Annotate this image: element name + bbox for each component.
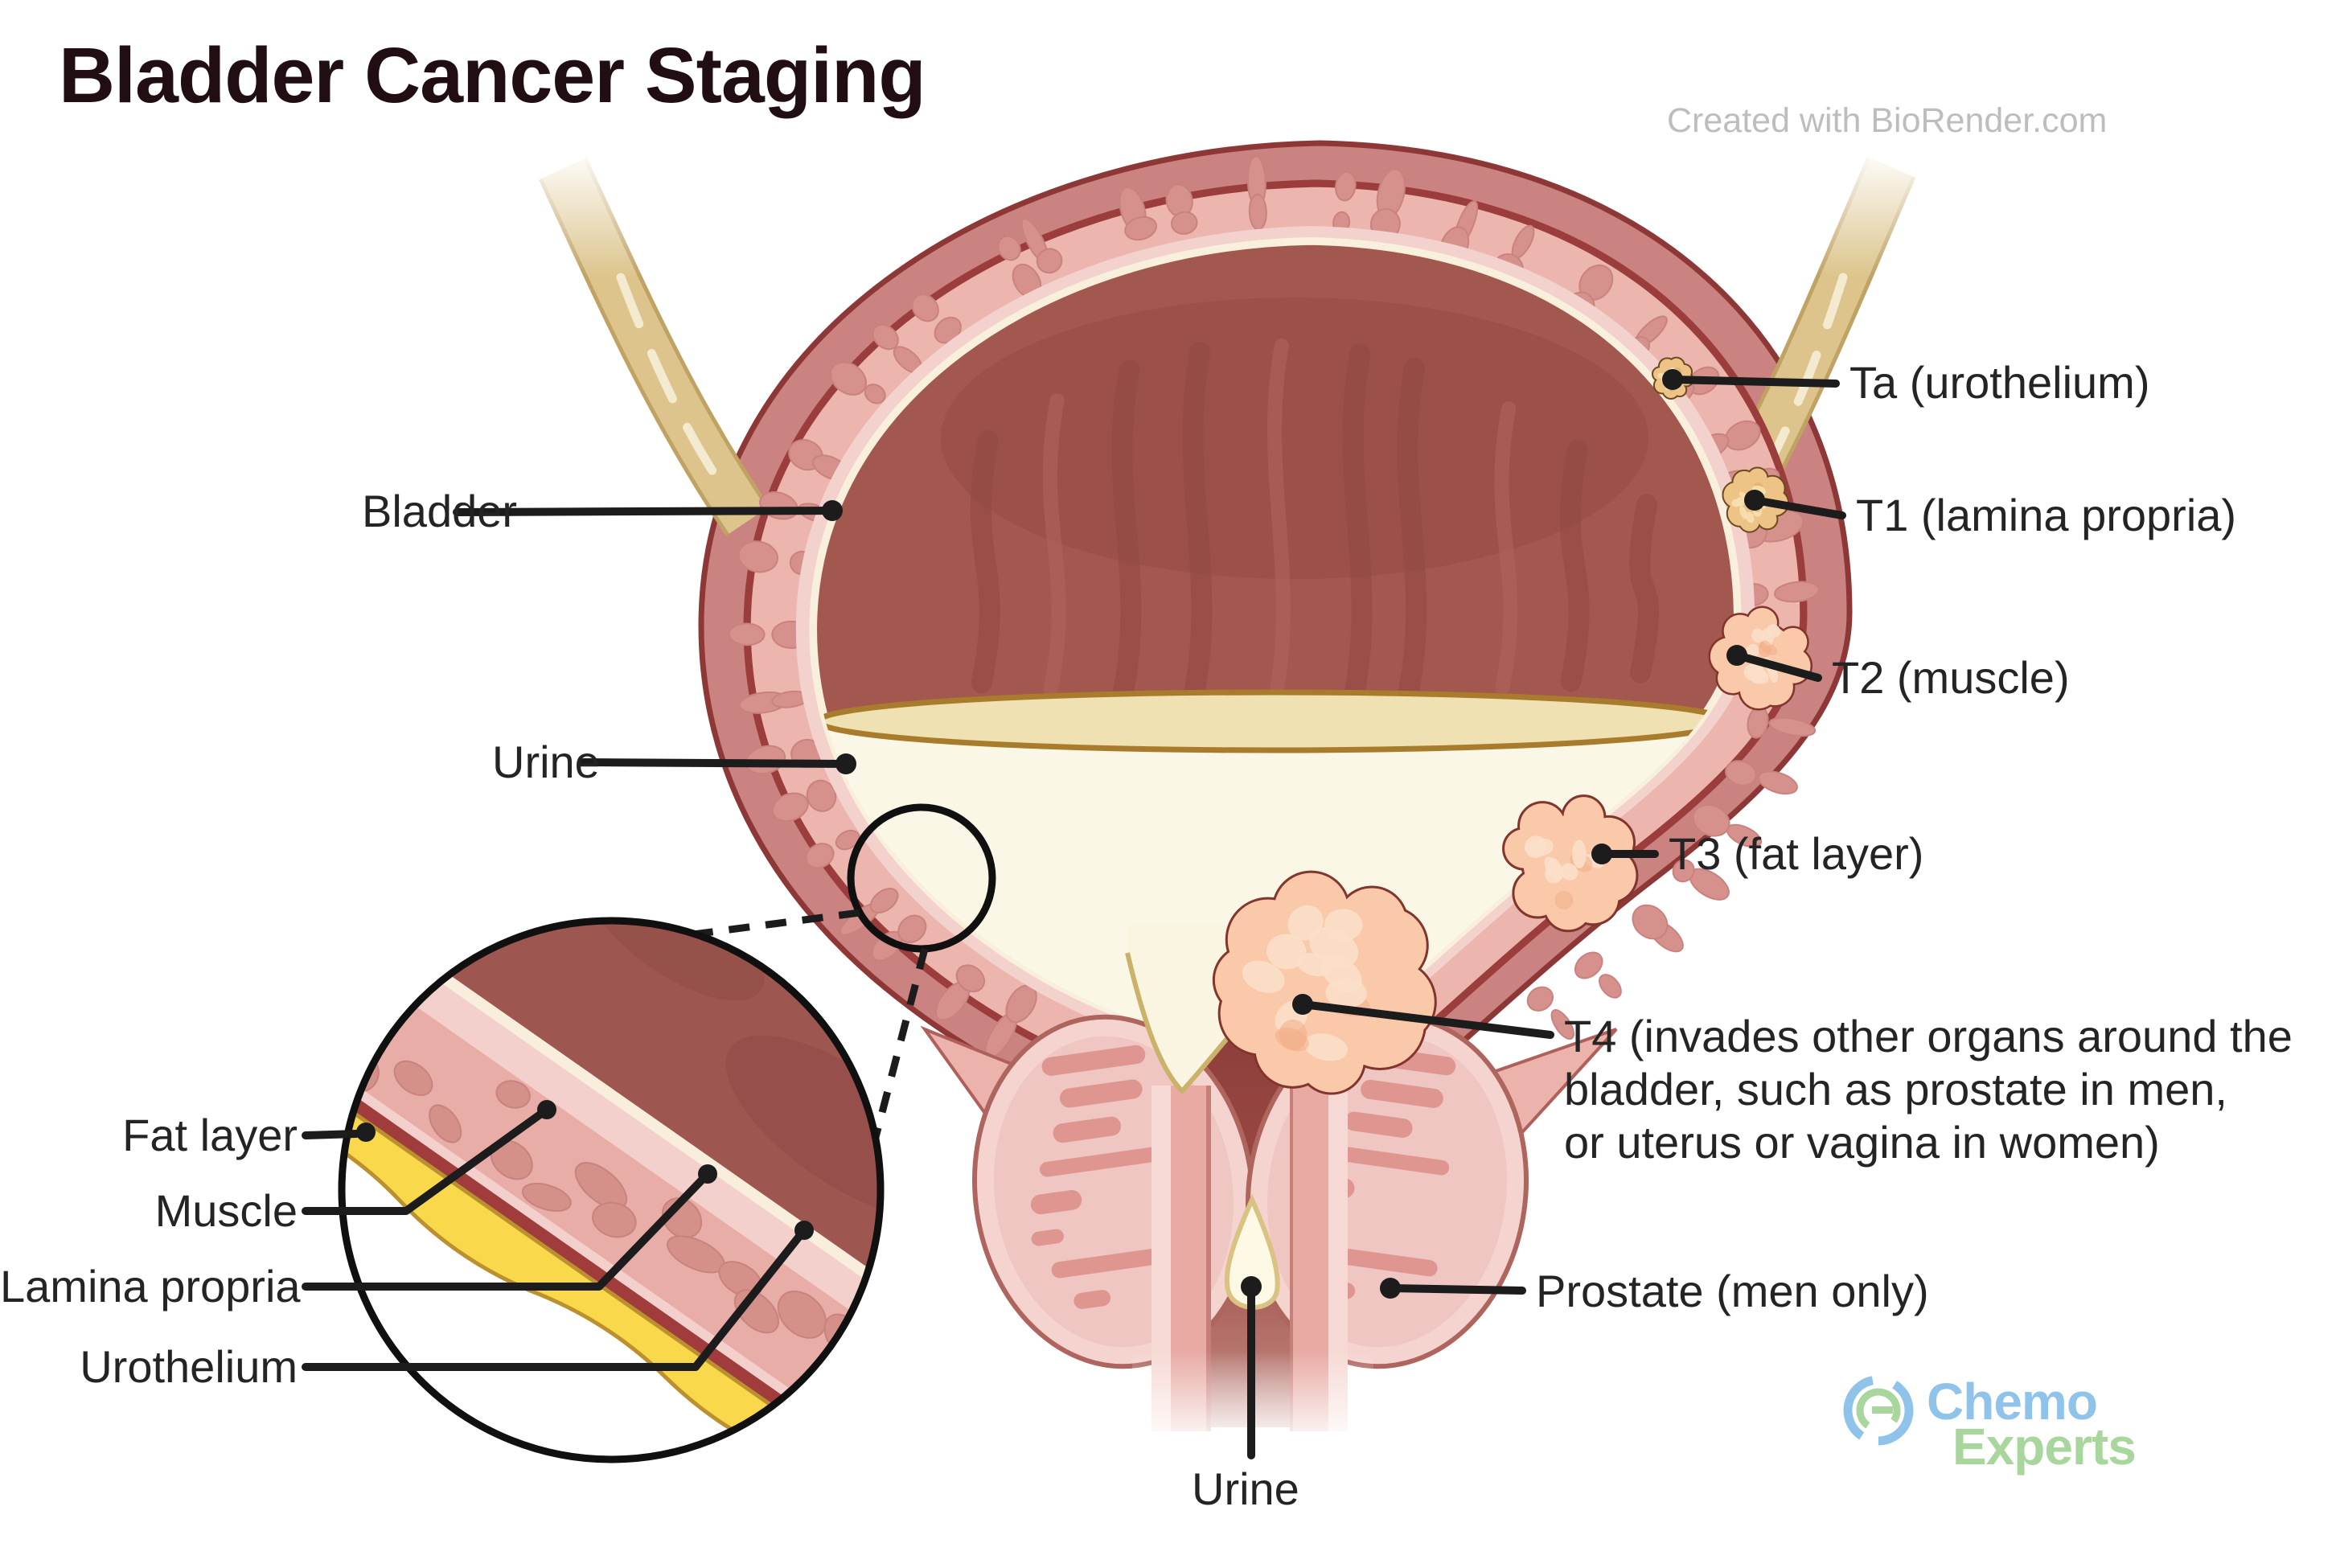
label-bladder: Bladder: [362, 486, 518, 536]
logo-word-experts: Experts: [1952, 1418, 2137, 1476]
leader-line-t2: [1733, 651, 1822, 682]
label-prostate: Prostate (men only): [1536, 1266, 1929, 1316]
label-t1: T1 (lamina propria): [1856, 490, 2237, 540]
leader-line-urothelium: [302, 1226, 808, 1371]
label-urine-top: Urine: [492, 737, 600, 787]
leader-dots: [356, 369, 1765, 1299]
leader-line-lamina-propria: [302, 1170, 712, 1291]
magnifier-connector-lines: [692, 909, 929, 1142]
bladder-rugae: [970, 339, 1660, 708]
inset-wall-layers: [338, 917, 885, 1463]
chemoexperts-logo-icon: [1843, 1375, 1914, 1446]
leader-line-urine-top: [580, 758, 850, 768]
ureter-left-icon: [511, 147, 770, 536]
logo-word-chemo: Chemo: [1927, 1373, 2098, 1430]
tumor-t3: [1502, 794, 1639, 933]
tumor-t4: [1212, 870, 1437, 1095]
leader-lines: [302, 376, 1846, 1459]
biorender-credit: Created with BioRender.com: [1667, 101, 2108, 140]
tumor-t2: [1708, 605, 1813, 711]
label-ta: Ta (urothelium): [1849, 357, 2150, 408]
leader-line-muscle: [302, 1106, 551, 1215]
label-urothelium: Urothelium: [80, 1341, 298, 1392]
label-t2: T2 (muscle): [1832, 652, 2070, 703]
label-t4: T4 (invades other organs around the blad…: [1564, 1011, 2293, 1168]
label-t3: T3 (fat layer): [1669, 828, 1924, 879]
leader-line-t1: [1751, 496, 1846, 519]
label-urine-bottom: Urine: [1192, 1463, 1299, 1514]
leader-line-t4: [1299, 1000, 1554, 1039]
leader-line-bladder: [453, 507, 836, 516]
label-fat-layer: Fat layer: [122, 1110, 298, 1160]
chemoexperts-logo: Chemo Experts: [1840, 1372, 2226, 1476]
leader-line-prostate: [1386, 1284, 1526, 1295]
leader-line-ta: [1669, 376, 1840, 388]
page-title: Bladder Cancer Staging: [59, 31, 926, 119]
label-lamina-propria: Lamina propria: [0, 1261, 301, 1311]
label-muscle: Muscle: [154, 1185, 298, 1236]
